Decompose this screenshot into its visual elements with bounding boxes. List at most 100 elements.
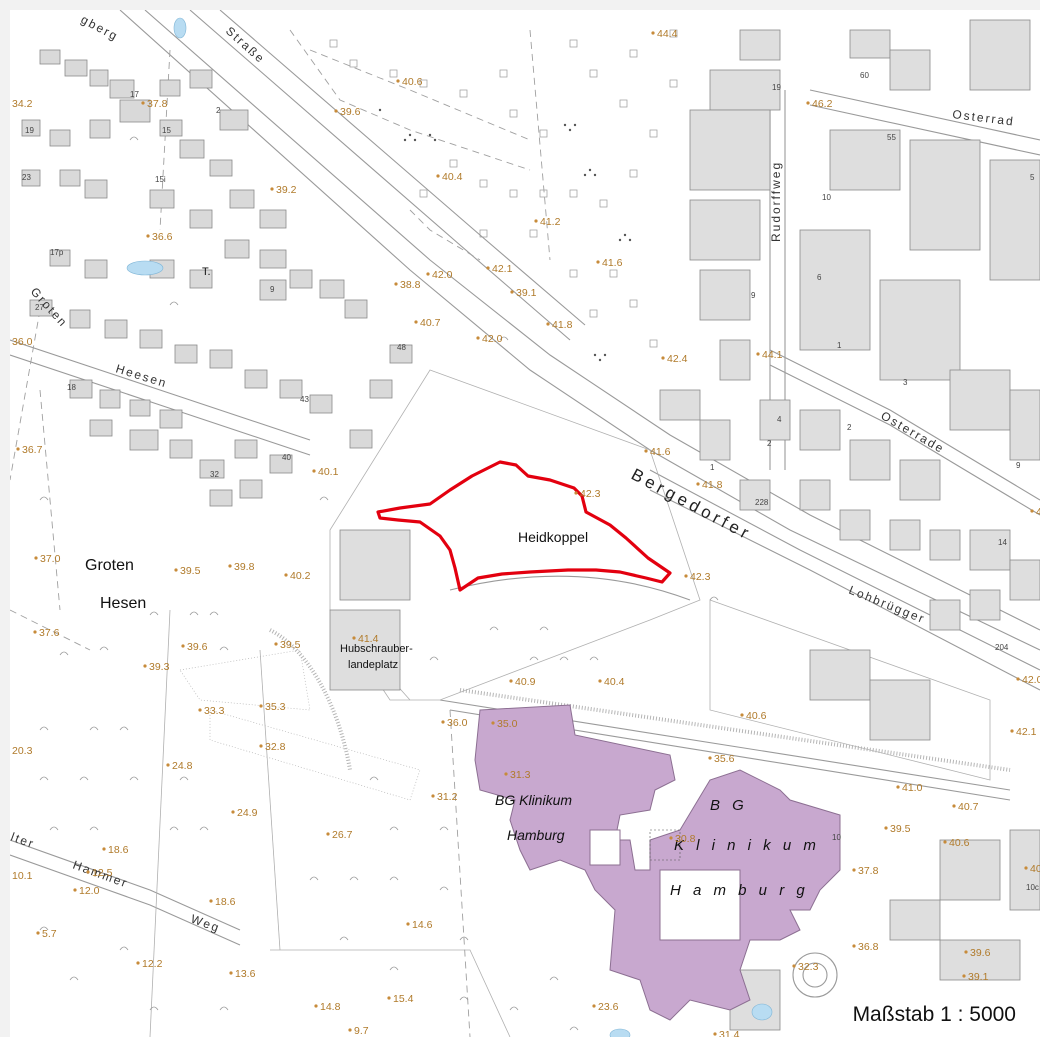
elevation-label: 39.6 [340,106,361,118]
clinic-label-right-1: B G [710,797,748,814]
elevation-dot [274,642,278,646]
house-number: 43 [300,395,309,404]
elevation-label: 44.1 [762,349,783,361]
elevation-label: 40.6 [949,837,970,849]
elevation-dot [143,664,147,668]
elevation-label: 26.7 [332,829,353,841]
elevation-dot [713,1032,717,1036]
elevation-dot [16,447,20,451]
elevation-label: 40. [1030,863,1040,875]
elevation-dot [259,744,263,748]
elevation-dot [34,556,38,560]
house-number: 40 [282,453,291,462]
elevation-label: 42.1 [1016,726,1037,738]
street-label-berg: gberg [79,12,122,43]
house-number: 1 [837,341,842,350]
house-number: 17p [50,248,64,257]
elevation-label: 14.8 [320,1001,341,1013]
elevation-label: 18.6 [215,896,236,908]
elevation-dot [684,574,688,578]
elevation-dot [476,336,480,340]
elevation-dot [596,260,600,264]
elevation-dot [669,836,673,840]
elevation-label: 41.0 [902,782,923,794]
house-number: 23 [22,173,31,182]
elevation-dot [259,704,263,708]
house-number: 17 [130,90,139,99]
elevation-dot [136,961,140,965]
elevation-label: 40.6 [402,76,423,88]
elevation-dot [406,922,410,926]
elevation-label: 18.6 [108,844,129,856]
place-label-heli-1: Hubschrauber- [340,643,413,655]
elevation-label: 40.4 [442,171,463,183]
elevation-dot [426,272,430,276]
elevation-label: 44. [1036,506,1040,518]
clinic-label-right-3: H a m b u r g [670,882,809,899]
elevation-label: 36.0 [12,336,33,348]
house-number: 14 [998,538,1007,547]
elevation-label: 39.8 [234,561,255,573]
elevation-dot [441,720,445,724]
house-number: 27 [35,303,44,312]
street-label-heesen: Heesen [114,361,169,390]
elevation-dot [756,352,760,356]
place-label-heidkoppel: Heidkoppel [518,529,588,545]
house-number: 60 [860,71,869,80]
elevation-dot [352,636,356,640]
elevation-label: 12.5 [92,867,113,879]
elevation-dot [229,971,233,975]
elevation-dot [806,101,810,105]
elevation-label: 31.2 [437,791,458,803]
elevation-label: 42.0 [1022,674,1040,686]
elevation-label: 40.4 [604,676,625,688]
elevation-dot [348,1028,352,1032]
house-numbers: 1715215i192317p2791848433240601955106913… [22,71,1039,892]
elevation-label: 42.4 [667,353,688,365]
elevation-dot [740,713,744,717]
elevation-label: 40.9 [515,676,536,688]
elevation-dot [231,810,235,814]
elevation-label: 40.7 [958,801,979,813]
elevation-label: 42.0 [482,333,503,345]
buildings [21,19,1040,1031]
elevation-dot [592,1004,596,1008]
elevation-dot [852,944,856,948]
house-number: 9 [1016,461,1021,470]
elevation-dot [661,356,665,360]
place-label-hesen: Hesen [100,595,146,612]
elevation-label: 35.0 [497,718,518,730]
elevation-dot [491,721,495,725]
heidkoppel-boundary [376,460,672,592]
street-label-osterrade-top: Osterrad [952,107,1016,129]
elevation-label: 39.2 [276,184,297,196]
elevation-dot [1010,729,1014,733]
elevation-label: 9.7 [354,1025,369,1037]
elevation-dot [884,826,888,830]
elevation-dot [708,756,712,760]
elevation-label: 36.0 [447,717,468,729]
scale-label: Maßstab 1 : 5000 [848,1003,1020,1027]
topographic-map[interactable]: Straße gberg Groten Heesen Osterrad Oste… [10,10,1040,1037]
elevation-dot [534,219,538,223]
elevation-dot [326,832,330,836]
house-number: 32 [210,470,219,479]
elevation-label: 31.3 [510,769,531,781]
elevation-label: 37.8 [858,865,879,877]
elevation-dot [431,794,435,798]
elevation-label: 12.2 [142,958,163,970]
elevation-dot [1030,509,1034,513]
house-number: 19 [25,126,34,135]
elevation-label: 39.5 [180,565,201,577]
elevation-dot [696,482,700,486]
elevation-label: 15.4 [393,993,414,1005]
tree-dots [378,108,632,362]
elevation-label: 39.6 [187,641,208,653]
elevation-dot [314,1004,318,1008]
elevation-label: 30.8 [675,833,696,845]
elevation-label: 20.3 [12,745,33,757]
elevation-label: 39.3 [149,661,170,673]
house-number: 6 [817,273,822,282]
elevation-label: 35.6 [714,753,735,765]
